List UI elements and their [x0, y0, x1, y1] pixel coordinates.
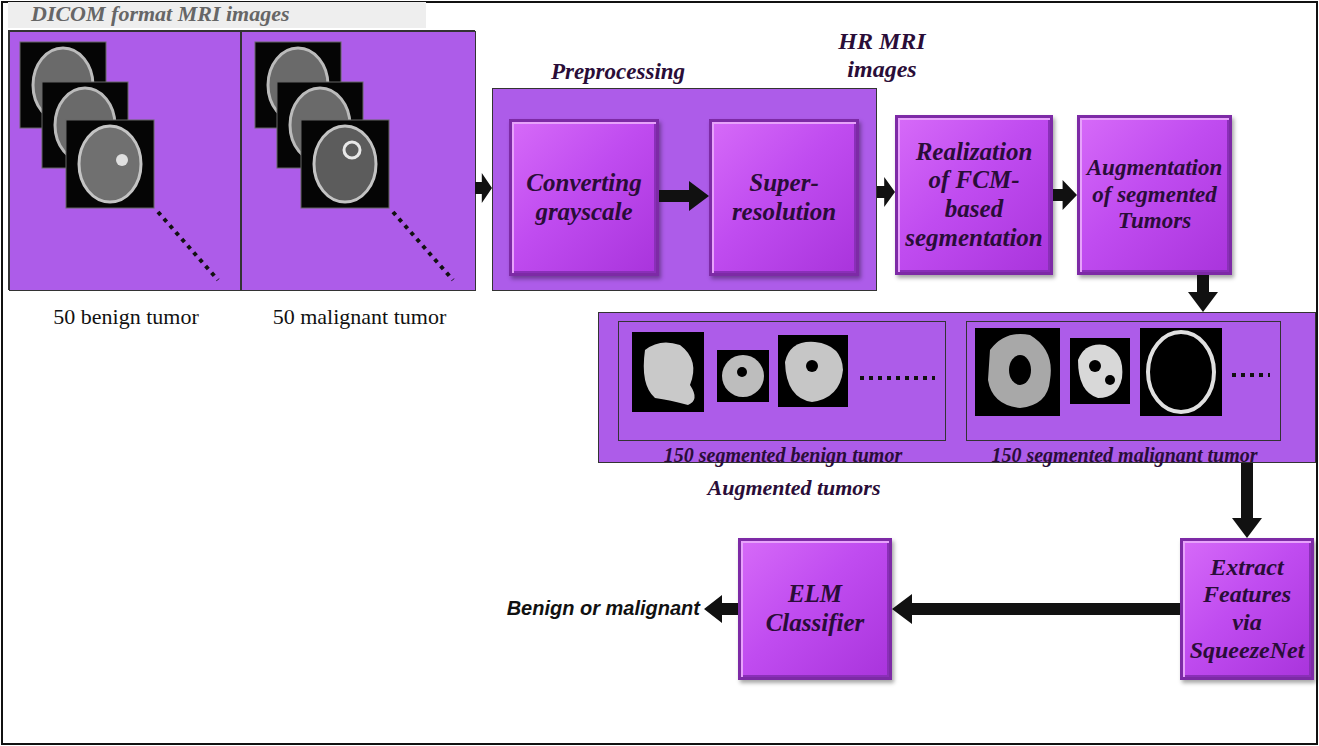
mri-stack	[255, 42, 453, 280]
group-heading: DICOM format MRI images	[31, 1, 451, 26]
tumor-panel: 150 segmented malignant tumor	[966, 321, 1281, 441]
image-panel: 50 benign tumor	[9, 31, 241, 291]
process-box: Extract Features via SqueezeNet	[1180, 538, 1314, 680]
flow-arrow	[659, 181, 709, 211]
flow-arrow	[1232, 463, 1262, 538]
process-box: ELM Classifier	[738, 538, 892, 680]
stage-label: HR MRI images	[830, 28, 934, 83]
output-arrow	[704, 595, 738, 623]
box-label: Extract Features via SqueezeNet	[1189, 554, 1305, 664]
image-panel: 50 malignant tumor	[241, 31, 476, 291]
group-heading: 150 segmented benign tumor	[619, 444, 947, 467]
process-box: Converting grayscale	[509, 119, 659, 276]
box-label: Realization of FCM-based segmentation	[904, 138, 1044, 253]
process-box: Augmentation of segmented Tumors	[1077, 115, 1232, 275]
output-label: Benign or malignant	[470, 597, 700, 620]
preprocessing-group: PreprocessingConverting grayscaleSuper-r…	[492, 88, 877, 291]
box-label: ELM Classifier	[747, 580, 883, 638]
flow-arrow	[1053, 180, 1077, 210]
process-box: Realization of FCM-based segmentation	[895, 115, 1053, 275]
augmented-group: Augmented tumors150 segmented benign tum…	[598, 312, 1316, 463]
flow-arrow	[475, 173, 492, 203]
group-heading: 50 benign tumor	[10, 304, 242, 329]
process-box: Super-resolution	[709, 119, 859, 276]
input-panel: DICOM format MRI images50 benign tumor50…	[8, 30, 475, 290]
group-heading: Augmented tumors	[679, 475, 909, 500]
tumor-thumbnails	[975, 328, 1270, 416]
box-label: Super-resolution	[718, 169, 850, 227]
group-heading: 150 segmented malignant tumor	[967, 444, 1282, 467]
flow-arrow	[892, 594, 1180, 624]
mri-stack	[20, 42, 218, 280]
group-heading: Preprocessing	[503, 59, 733, 85]
tumor-panel: 150 segmented benign tumor	[618, 321, 946, 441]
flow-arrow	[1188, 275, 1218, 312]
flow-arrow	[877, 177, 895, 207]
box-label: Converting grayscale	[518, 169, 650, 227]
tumor-thumbnails	[632, 332, 935, 412]
title-strip	[8, 2, 426, 28]
box-label: Augmentation of segmented Tumors	[1086, 155, 1223, 234]
group-heading: 50 malignant tumor	[242, 304, 477, 329]
